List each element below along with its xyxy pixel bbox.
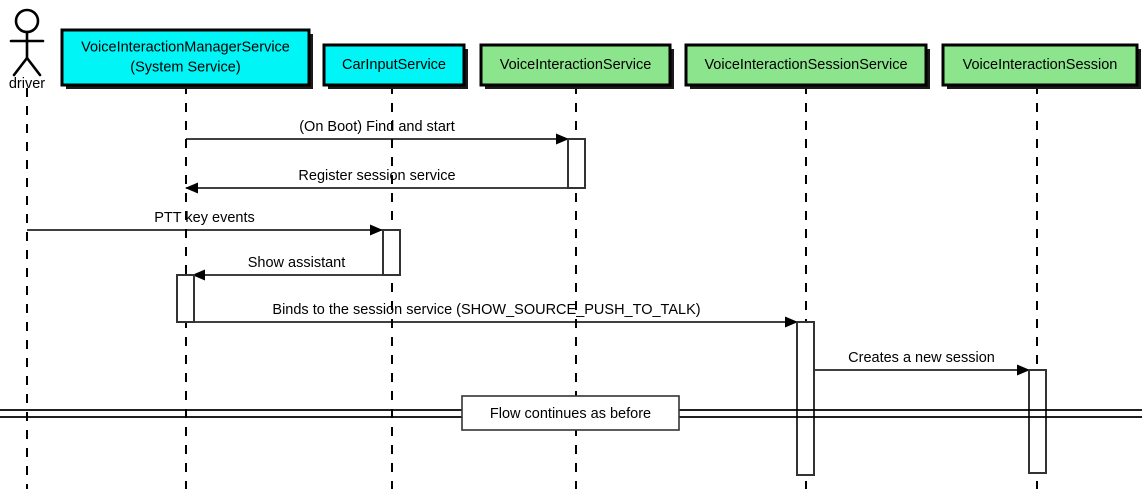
actor-label: driver	[9, 76, 45, 92]
message-label-m3: PTT key events	[154, 210, 254, 226]
message-label-m4: Show assistant	[248, 255, 346, 271]
actor-head-icon	[14, 8, 40, 34]
participant-box-visession[interactable]	[941, 43, 1139, 87]
actor-left-leg-icon	[12, 56, 29, 77]
activation-bar-vims	[176, 274, 195, 323]
message-label-m5: Binds to the session service (SHOW_SOURC…	[272, 302, 700, 318]
activation-bar-carinput	[382, 229, 401, 276]
message-label-m1: (On Boot) Find and start	[299, 119, 455, 135]
participant-box-carinput[interactable]	[322, 43, 466, 87]
message-label-m2: Register session service	[298, 168, 455, 184]
participant-box-visessionservice[interactable]	[684, 43, 928, 87]
flow-note-box	[461, 395, 680, 431]
participant-box-vims[interactable]	[60, 28, 311, 87]
activations-group	[176, 138, 1047, 476]
flow-note-label: Flow continues as before	[490, 406, 651, 422]
delimiter-group: Flow continues as before	[0, 395, 1142, 431]
participant-label-vis: VoiceInteractionService	[500, 57, 652, 73]
participant-box-vis[interactable]	[479, 43, 672, 87]
activation-bar-visession	[1028, 369, 1047, 474]
participant-label-carinput: CarInputService	[342, 57, 446, 73]
participants-group: VoiceInteractionManagerService (System Se…	[60, 28, 1141, 89]
activation-bar-visessionservice	[796, 321, 815, 476]
actor-group: driver	[9, 8, 45, 92]
participant-label-vims: VoiceInteractionManagerService	[81, 39, 290, 55]
actor-right-leg-icon	[25, 56, 42, 77]
activation-bar-vis	[567, 138, 586, 189]
participant-label-visession: VoiceInteractionSession	[963, 57, 1118, 73]
participant-label-visessionservice: VoiceInteractionSessionService	[704, 57, 907, 73]
participant-sublabel-vims: (System Service)	[130, 59, 240, 75]
message-label-m6: Creates a new session	[848, 350, 995, 366]
